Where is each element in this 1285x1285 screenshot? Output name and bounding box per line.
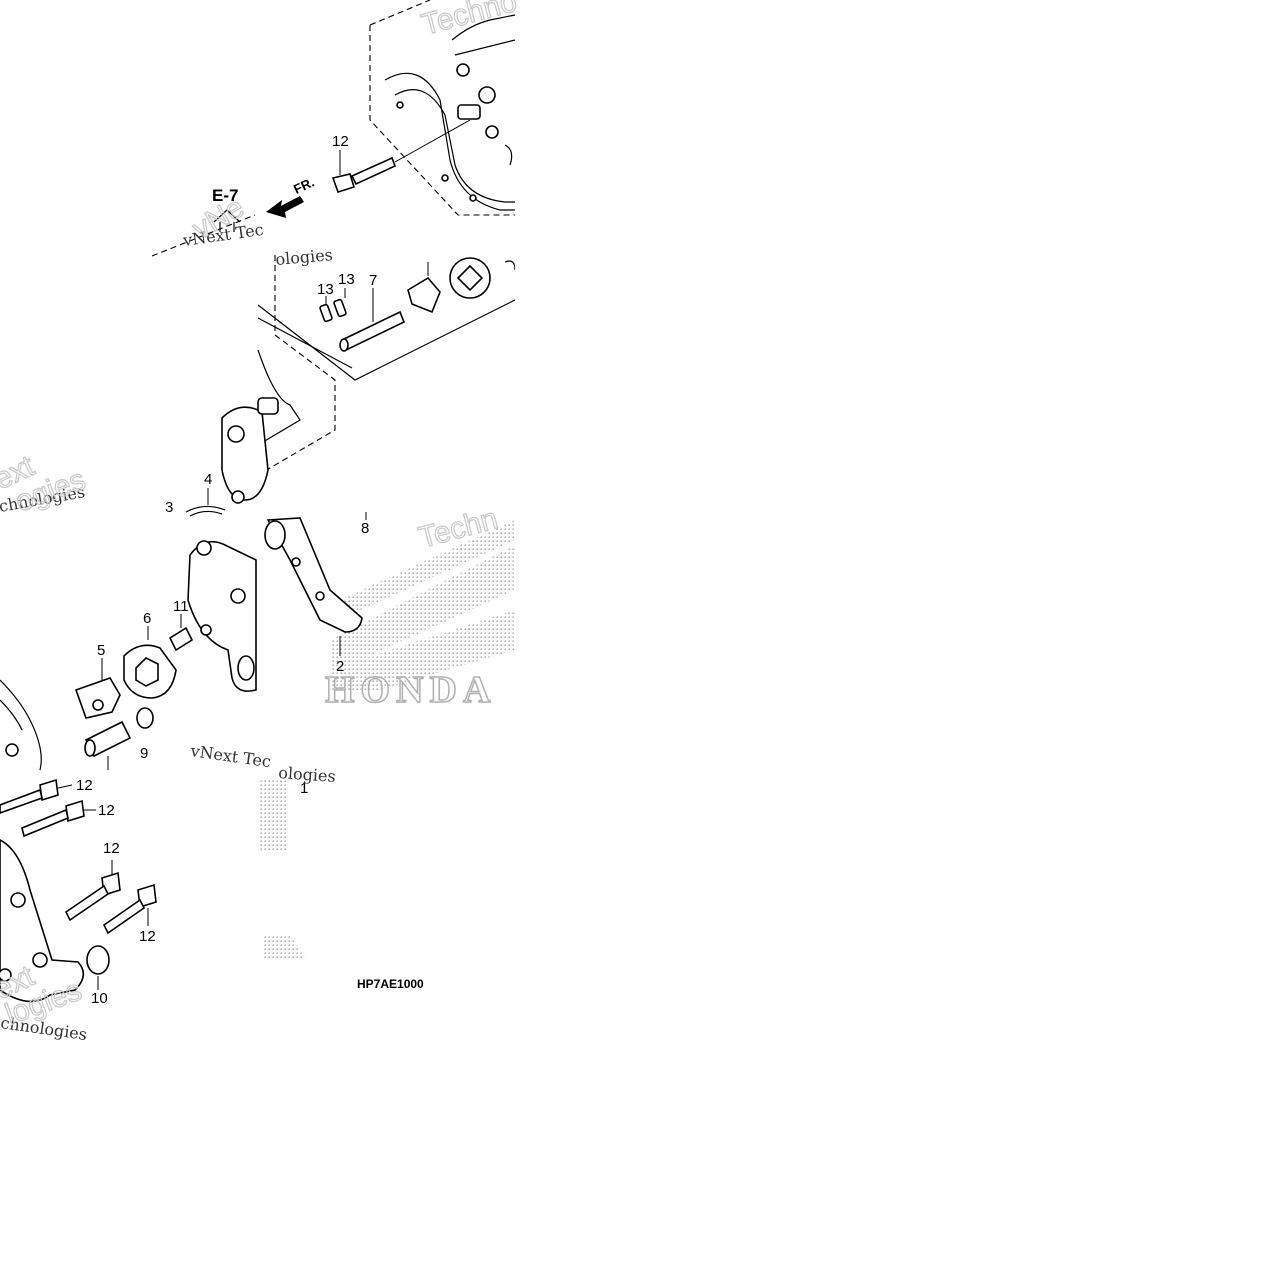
- callout-12-d: 12: [139, 928, 156, 945]
- watermark-ologies-1: ologies: [275, 245, 334, 269]
- outer-rotor: [123, 626, 177, 699]
- gasket-and-seal: [185, 488, 226, 517]
- callout-11: 11: [173, 598, 189, 615]
- callout-10: 10: [91, 990, 108, 1007]
- pump-body: [187, 540, 257, 692]
- left-housing: [0, 679, 42, 771]
- callout-12-c: 12: [103, 840, 120, 857]
- front-direction-label: FR.: [291, 174, 316, 196]
- callout-4: 4: [204, 471, 212, 488]
- lower-bolts: [0, 778, 157, 935]
- callout-12-b: 12: [98, 802, 115, 819]
- dowel-pin: [168, 614, 194, 652]
- callout-13-b: 13: [317, 281, 334, 298]
- diagram-code: HP7AE1000: [357, 977, 424, 991]
- callout-12-a: 12: [76, 777, 93, 794]
- callout-1: 1: [300, 780, 308, 797]
- callout-9: 9: [140, 745, 148, 762]
- brand-text: HONDA: [325, 669, 496, 711]
- crankcase-housing: [384, 14, 516, 211]
- watermark-techno-top: Techno: [418, 0, 520, 42]
- callout-labels: 12 13 13 7 4 3 8 6 11 5 9 2 1 12 12 12 1…: [76, 133, 377, 1007]
- callout-13-a: 13: [338, 271, 355, 288]
- oil-strainer: [264, 512, 367, 656]
- front-direction-arrow: [266, 196, 304, 218]
- upper-pump-assembly: [257, 257, 516, 381]
- watermarks: vNext Tec ologies Techno Techn chnologie…: [0, 0, 521, 1044]
- lower-cover: [0, 839, 110, 1003]
- callout-5: 5: [97, 642, 105, 659]
- callout-3: 3: [165, 499, 173, 516]
- assembly-outlines: [151, 0, 515, 476]
- reference-arrow: [213, 209, 241, 232]
- callout-7: 7: [369, 272, 377, 289]
- callout-6: 6: [143, 610, 151, 627]
- o-ring-9: [136, 707, 154, 729]
- watermark-ologies-2: ologies: [278, 763, 337, 786]
- inner-rotor: [74, 658, 121, 719]
- callout-12-top: 12: [332, 133, 349, 150]
- callout-8: 8: [361, 520, 369, 537]
- reference-label: E-7: [212, 186, 238, 205]
- callout-2: 2: [336, 658, 344, 675]
- bolt-12-top: [331, 119, 471, 193]
- pump-cover-middle: [221, 349, 301, 504]
- pump-shaft: [84, 720, 132, 770]
- honda-wing-logo: HONDA: [258, 520, 515, 958]
